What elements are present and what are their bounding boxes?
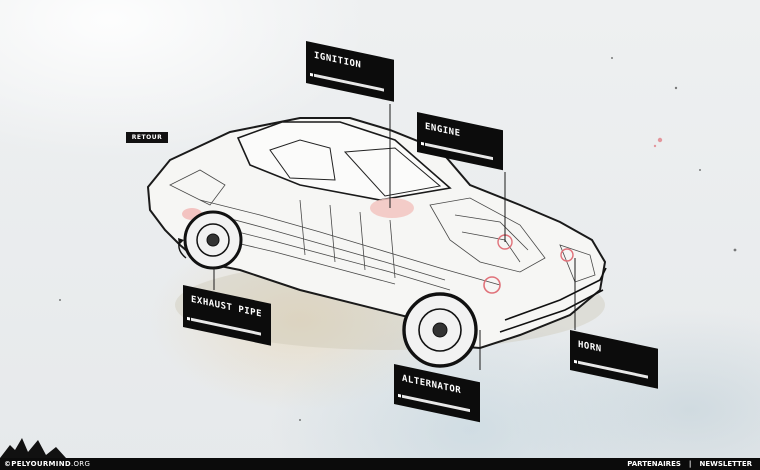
callout-label: IGNITION <box>314 50 362 71</box>
footer-separator: | <box>688 460 692 468</box>
callout-label: HORN <box>578 339 602 355</box>
back-button[interactable]: RETOUR <box>126 132 168 143</box>
callout-marker <box>310 72 313 77</box>
site-logo[interactable]: ©PELYOURMIND.ORG <box>4 460 91 468</box>
callout-marker <box>398 393 401 398</box>
callout-marker <box>187 316 190 321</box>
callout-marker <box>574 359 577 364</box>
callout-label: ENGINE <box>425 121 461 140</box>
footer-bar: ©PELYOURMIND.ORG PARTENAIRES | NEWSLETTE… <box>0 458 760 470</box>
footer-links: PARTENAIRES | NEWSLETTER <box>627 460 752 468</box>
partners-link[interactable]: PARTENAIRES <box>627 460 681 468</box>
callout-label: ALTERNATOR <box>402 373 462 397</box>
callout-marker <box>421 141 424 146</box>
newsletter-link[interactable]: NEWSLETTER <box>699 460 752 468</box>
